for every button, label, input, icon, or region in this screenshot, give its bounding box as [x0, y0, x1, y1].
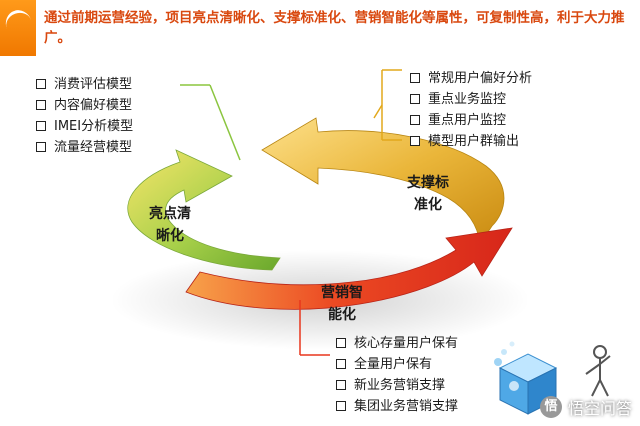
list-item-label: 流量经营模型	[54, 140, 133, 155]
label-marketing-line2: 能化	[328, 307, 356, 323]
label-highlight-line2: 晰化	[156, 228, 184, 244]
right-connector	[373, 69, 402, 141]
checkbox-square-icon	[336, 379, 346, 390]
page-heading: 通过前期运营经验，项目亮点清晰化、支撑标准化、营销智能化等属性，可复制性高，利于…	[44, 10, 625, 46]
list-item: 消费评估模型	[36, 74, 133, 95]
list-item: 流量经营模型	[36, 137, 133, 158]
list-item: IMEI分析模型	[36, 116, 133, 137]
label-support: 支撑标 准化	[398, 172, 458, 216]
list-item: 重点业务监控	[410, 89, 532, 110]
orange-corner-badge	[0, 0, 37, 56]
checkbox-square-icon	[410, 114, 420, 125]
list-item-label: 常规用户偏好分析	[428, 71, 533, 86]
watermark-text: 悟空问答	[567, 399, 632, 418]
list-item: 集团业务营销支撑	[336, 396, 458, 417]
list-item-label: 模型用户群输出	[428, 134, 520, 149]
bottom-list: 核心存量用户保有 全量用户保有 新业务营销支撑 集团业务营销支撑	[336, 333, 458, 417]
list-item-label: 内容偏好模型	[54, 98, 133, 113]
list-item-label: 新业务营销支撑	[354, 378, 446, 393]
checkbox-square-icon	[36, 141, 46, 152]
bubble-dots	[494, 341, 515, 366]
left-list: 消费评估模型 内容偏好模型 IMEI分析模型 流量经营模型	[36, 74, 133, 158]
list-item: 全量用户保有	[336, 354, 458, 375]
checkbox-square-icon	[336, 358, 346, 369]
gold-arrow	[261, 117, 505, 246]
label-support-line2: 准化	[414, 197, 442, 213]
list-item-label: 核心存量用户保有	[354, 336, 459, 351]
label-marketing: 营销智 能化	[312, 282, 372, 326]
left-connector	[180, 84, 241, 161]
label-marketing-line1: 营销智	[321, 285, 363, 301]
label-highlight-line1: 亮点清	[149, 206, 191, 222]
checkbox-square-icon	[336, 400, 346, 411]
watermark-logo-icon: 悟	[539, 396, 562, 418]
checkbox-square-icon	[336, 337, 346, 348]
list-item-label: 消费评估模型	[54, 77, 133, 92]
checkbox-square-icon	[36, 78, 46, 89]
list-item: 核心存量用户保有	[336, 333, 458, 354]
list-item: 重点用户监控	[410, 110, 532, 131]
right-list: 常规用户偏好分析 重点业务监控 重点用户监控 模型用户群输出	[410, 68, 532, 152]
bottom-connector	[299, 300, 330, 356]
list-item-label: 重点业务监控	[428, 92, 507, 107]
list-item-label: 全量用户保有	[354, 357, 433, 372]
checkbox-square-icon	[36, 120, 46, 131]
list-item: 新业务营销支撑	[336, 375, 458, 396]
header-band: 通过前期运营经验，项目亮点清晰化、支撑标准化、营销智能化等属性，可复制性高，利于…	[0, 0, 640, 58]
list-item: 常规用户偏好分析	[410, 68, 532, 89]
list-item: 内容偏好模型	[36, 95, 133, 116]
label-highlight: 亮点清 晰化	[140, 203, 200, 247]
checkbox-square-icon	[36, 99, 46, 110]
stick-figure-icon	[585, 345, 611, 397]
checkbox-square-icon	[410, 72, 420, 83]
green-arrow	[127, 149, 281, 271]
list-item: 模型用户群输出	[410, 131, 532, 152]
checkbox-square-icon	[410, 93, 420, 104]
list-item-label: 重点用户监控	[428, 113, 507, 128]
list-item-label: IMEI分析模型	[54, 119, 134, 134]
label-support-line1: 支撑标	[407, 175, 449, 191]
checkbox-square-icon	[410, 135, 420, 146]
list-item-label: 集团业务营销支撑	[354, 399, 459, 414]
watermark: 悟 悟空问答	[539, 394, 632, 420]
